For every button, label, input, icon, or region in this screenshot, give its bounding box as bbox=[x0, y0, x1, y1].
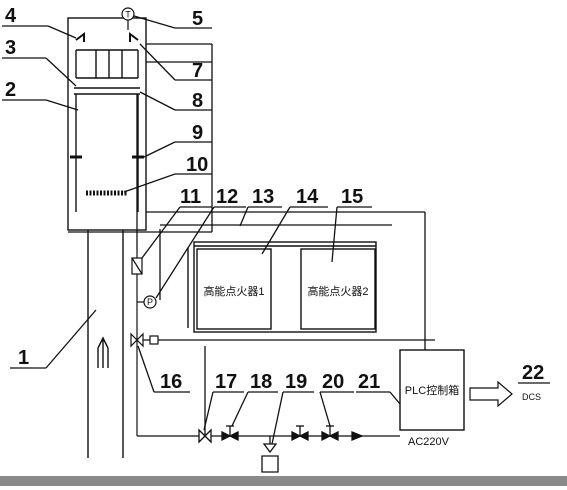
label-3: 3 bbox=[5, 37, 16, 59]
igniter-2-box bbox=[300, 248, 376, 330]
bottom-supply-line bbox=[137, 346, 400, 473]
power-label: AC220V bbox=[408, 436, 450, 448]
thermometer-icon: T bbox=[121, 7, 135, 30]
label-14: 14 bbox=[296, 186, 319, 208]
leader-lines bbox=[2, 15, 550, 445]
igniter-wiring bbox=[68, 43, 426, 350]
label-8: 8 bbox=[192, 90, 203, 112]
gas-cylinder bbox=[261, 455, 279, 473]
label-17: 17 bbox=[215, 371, 237, 393]
igniter-enclosure bbox=[187, 241, 377, 333]
plc-label: PLC控制箱 bbox=[405, 383, 459, 397]
label-9: 9 bbox=[192, 122, 203, 144]
igniter-2-label: 高能点火器2 bbox=[307, 284, 368, 298]
torch-outer-casing bbox=[67, 17, 147, 231]
component-4-bracket bbox=[75, 32, 85, 42]
valve-16-actuator bbox=[149, 335, 159, 345]
dcs-output-arrow bbox=[469, 380, 513, 408]
label-19: 19 bbox=[285, 371, 307, 393]
label-7: 7 bbox=[192, 60, 203, 82]
valve-16 bbox=[130, 332, 144, 348]
thermometer-symbol: T bbox=[125, 10, 131, 20]
label-12: 12 bbox=[216, 186, 238, 208]
flow-up-arrow bbox=[97, 336, 109, 368]
fuel-line bbox=[130, 250, 435, 436]
bottom-border-bar bbox=[0, 476, 567, 486]
label-1: 1 bbox=[18, 347, 29, 369]
part-number-labels: 4 3 2 5 7 8 9 10 11 12 13 14 15 1 16 17 … bbox=[5, 5, 544, 393]
check-valve-21 bbox=[351, 431, 364, 441]
label-22: 22 bbox=[522, 362, 544, 384]
igniter-1-box bbox=[196, 248, 272, 330]
label-20: 20 bbox=[322, 371, 344, 393]
label-11: 11 bbox=[180, 186, 201, 208]
igniter-1-label: 高能点火器1 bbox=[203, 284, 264, 298]
label-21: 21 bbox=[358, 371, 380, 393]
dcs-label: DCS bbox=[522, 392, 541, 402]
label-15: 15 bbox=[341, 186, 363, 208]
regulator-19 bbox=[262, 443, 278, 454]
plc-control-box bbox=[399, 349, 465, 431]
label-16: 16 bbox=[160, 371, 182, 393]
label-10: 10 bbox=[186, 154, 208, 176]
label-4: 4 bbox=[5, 5, 17, 27]
label-18: 18 bbox=[250, 371, 272, 393]
label-13: 13 bbox=[252, 186, 274, 208]
valve-17 bbox=[198, 428, 212, 444]
pressure-symbol: P bbox=[147, 297, 153, 307]
torch-assembly bbox=[67, 17, 147, 458]
label-2: 2 bbox=[5, 79, 16, 101]
label-5: 5 bbox=[192, 8, 203, 30]
